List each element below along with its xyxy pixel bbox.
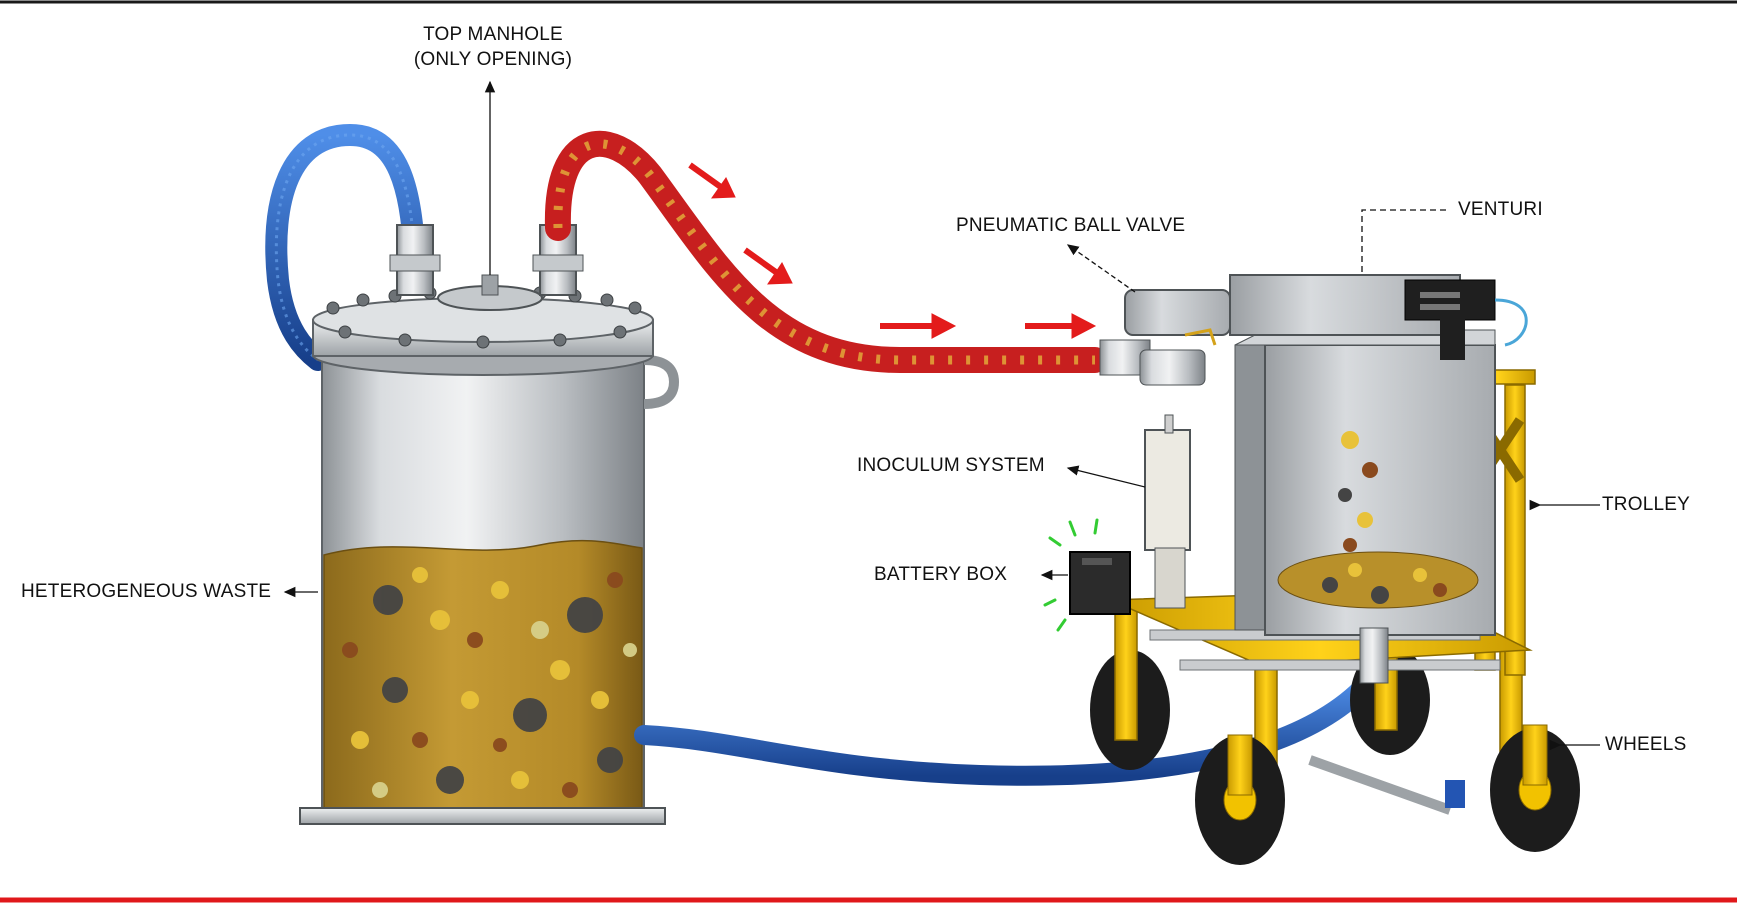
trolley-unit — [1043, 274, 1580, 865]
label-venturi: VENTURI — [1458, 199, 1543, 220]
leader-venturi — [1361, 209, 1450, 272]
battery-indicator-glow — [1043, 518, 1099, 632]
leader-lines — [283, 80, 1600, 751]
label-inoculum-system: INOCULUM SYSTEM — [857, 455, 1045, 476]
blue-hose-bottom — [634, 670, 1380, 786]
waste-tank — [265, 123, 680, 825]
flow-arrow — [1025, 313, 1097, 339]
label-battery-box: BATTERY BOX — [874, 564, 1008, 585]
label-heterogeneous-waste: HETEROGENEOUS WASTE — [21, 581, 272, 602]
falling-particles — [1338, 431, 1378, 552]
label-top-manhole-line1: TOP MANHOLE — [423, 24, 563, 45]
label-trolley: TROLLEY — [1602, 494, 1690, 515]
waste-particles — [342, 567, 637, 798]
label-top-manhole-line2: (ONLY OPENING) — [413, 49, 573, 70]
label-pneumatic-ball-valve: PNEUMATIC BALL VALVE — [956, 215, 1186, 236]
reactor-side — [1234, 344, 1268, 631]
label-wheels: WHEELS — [1605, 734, 1687, 755]
pneumatic-ball-valve — [1124, 289, 1231, 336]
flow-arrow — [743, 247, 793, 285]
flow-arrow — [688, 162, 736, 199]
flow-arrow — [880, 313, 957, 339]
waste-fill — [323, 539, 643, 809]
label-top-manhole: TOP MANHOLE (ONLY OPENING) — [398, 22, 588, 72]
leader-pneumatic-valve — [1066, 244, 1136, 293]
inoculum-column — [1144, 429, 1191, 551]
leader-inoculum — [1066, 465, 1146, 488]
